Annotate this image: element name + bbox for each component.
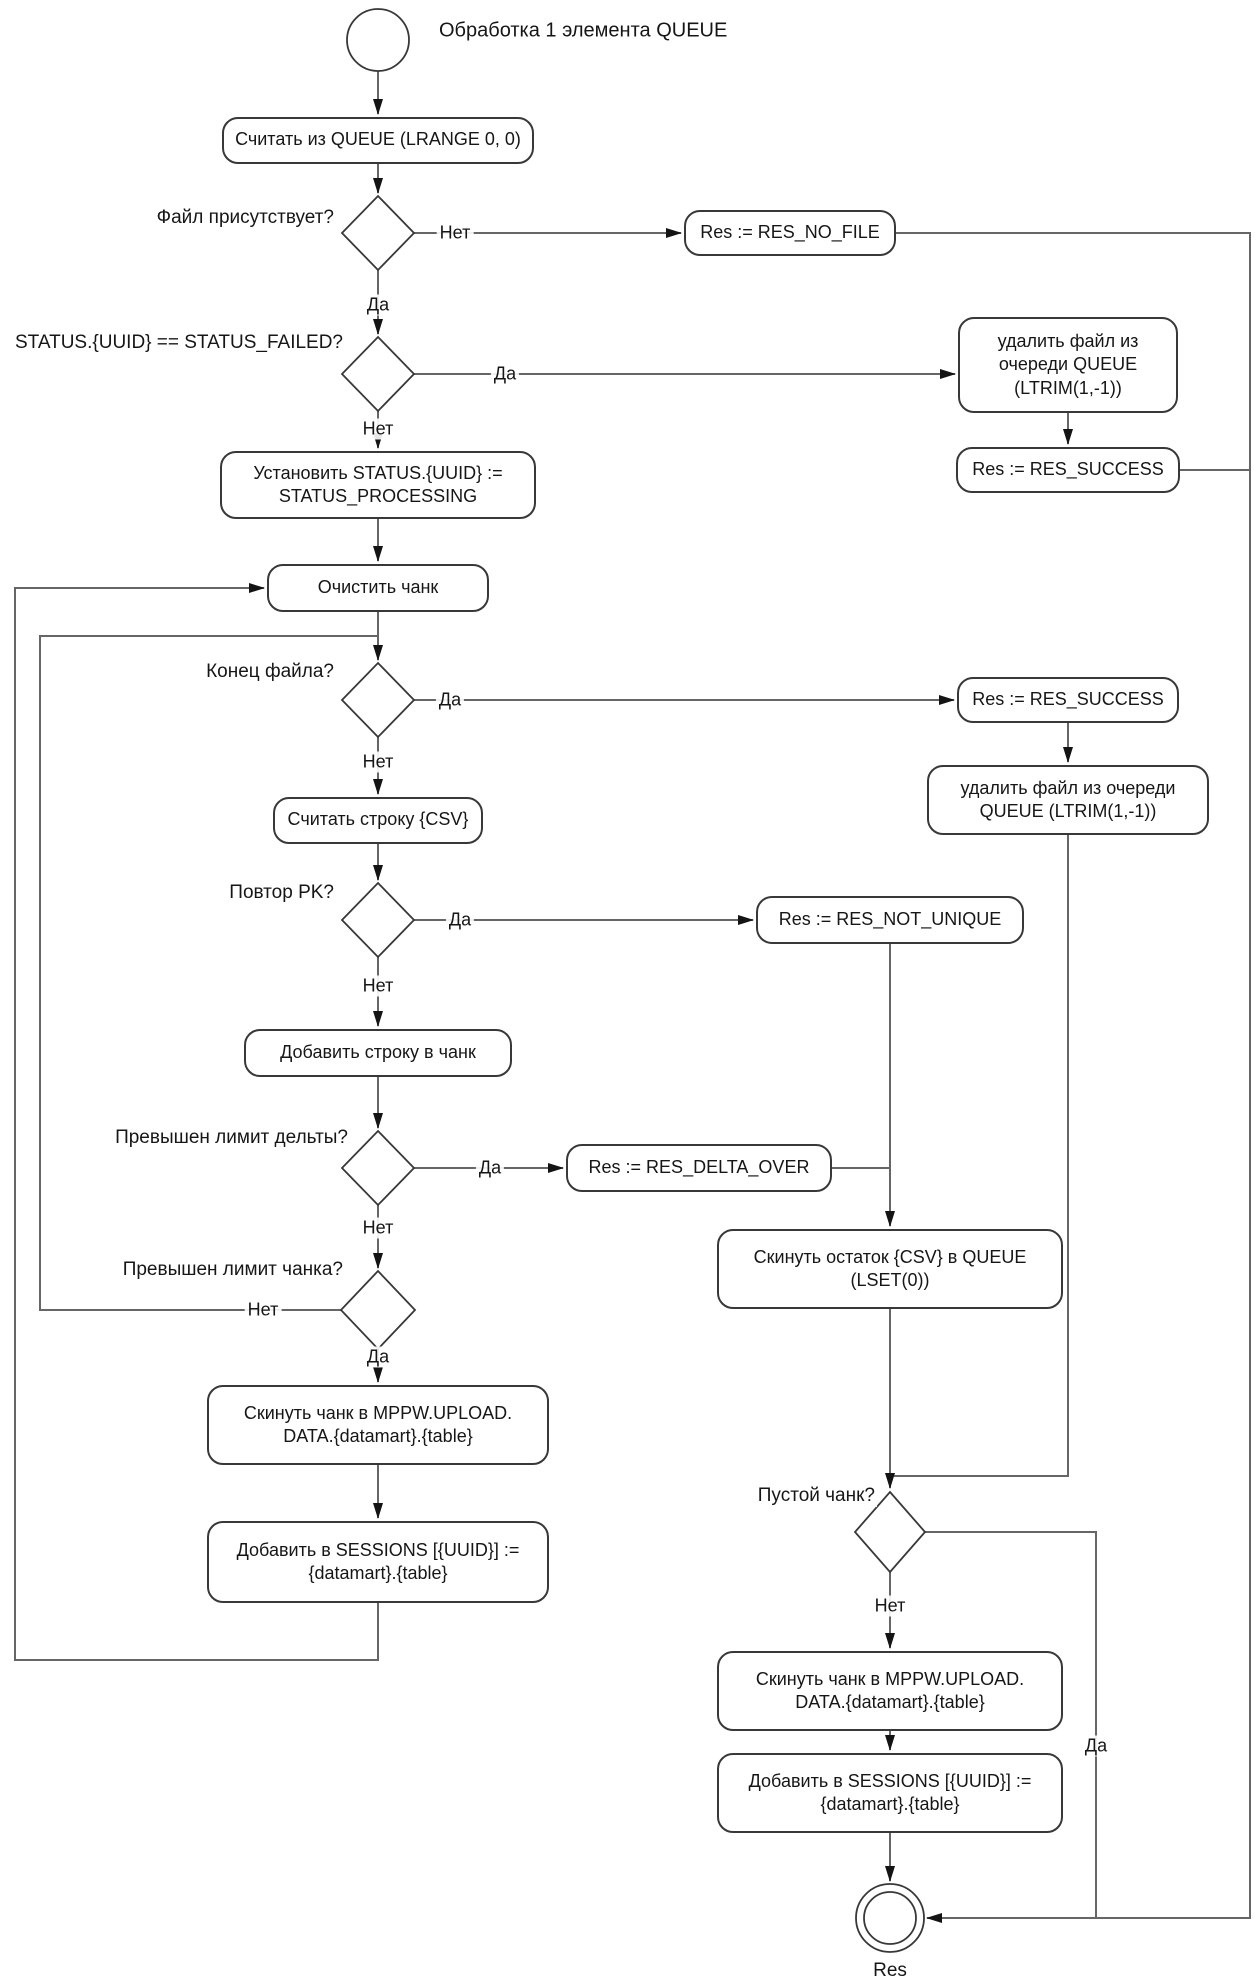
process-read-csv-line-text: Считать строку {CSV}: [287, 809, 469, 830]
decision-pk-repeat: [340, 881, 416, 959]
label-delta-limit: Превышен лимит дельты?: [113, 1127, 350, 1149]
edge-empty-yes-label: Да: [1081, 1735, 1111, 1757]
process-delete-file-queue-1-text: (LTRIM(1,-1)): [1014, 377, 1122, 398]
process-res-delta-over-text: Res := RES_DELTA_OVER: [588, 1157, 810, 1178]
edge-chunklimit-yes-label: Да: [363, 1346, 393, 1368]
process-res-success-2: Res := RES_SUCCESS: [957, 677, 1179, 723]
decision-eof: [340, 661, 416, 739]
decision-delta-limit: [340, 1129, 416, 1207]
decision-file-present: [340, 194, 416, 272]
process-res-not-unique: Res := RES_NOT_UNIQUE: [756, 896, 1024, 944]
process-add-line-chunk: Добавить строку в чанк: [244, 1029, 512, 1077]
edge-empty-no-label: Нет: [871, 1595, 909, 1617]
edge-file-present-yes-label: Да: [363, 294, 393, 316]
label-file-present: Файл присутствует?: [154, 207, 336, 229]
process-flush-chunk-2: Скинуть чанк в MPPW.UPLOAD. DATA.{datamar…: [717, 1651, 1063, 1731]
process-clear-chunk-text: Очистить чанк: [317, 577, 439, 598]
process-flush-rest-queue: Скинуть остаток {CSV} в QUEUE (LSET(0)): [717, 1229, 1063, 1309]
process-flush-chunk-2-text: Скинуть чанк в MPPW.UPLOAD.: [755, 1668, 1025, 1689]
process-set-status-processing: Установить STATUS.{UUID} := STATUS_PROCES…: [220, 451, 536, 519]
edge-delta-yes-label: Да: [475, 1157, 505, 1179]
edge-eof-no-label: Нет: [359, 751, 397, 773]
process-res-success-1-text: Res := RES_SUCCESS: [972, 459, 1164, 480]
process-clear-chunk: Очистить чанк: [267, 564, 489, 612]
process-set-status-processing-text: STATUS_PROCESSING: [278, 486, 478, 506]
process-delete-file-queue-2-text: QUEUE (LTRIM(1,-1)): [979, 801, 1157, 821]
label-eof: Конец файла?: [204, 661, 336, 683]
process-read-queue-text: Считать из QUEUE (LRANGE 0, 0): [235, 129, 521, 150]
process-add-sessions-2-text: {datamart}.{table}: [820, 1794, 960, 1814]
edge-delta-no-label: Нет: [359, 1217, 397, 1239]
process-read-queue: Считать из QUEUE (LRANGE 0, 0): [222, 116, 534, 164]
process-add-sessions-2: Добавить в SESSIONS [{UUID}] := {datamart…: [717, 1753, 1063, 1833]
process-delete-file-queue-1-text: удалить файл из: [997, 331, 1139, 352]
process-flush-chunk-1-text: DATA.{datamart}.{table}: [283, 1426, 473, 1446]
label-empty-chunk: Пустой чанк?: [755, 1485, 877, 1507]
process-delete-file-queue-1-text: очереди QUEUE: [998, 354, 1138, 375]
process-res-no-file-text: Res := RES_NO_FILE: [700, 222, 880, 243]
process-flush-chunk-2-text: DATA.{datamart}.{table}: [795, 1692, 985, 1712]
diagram-title: Обработка 1 элемента QUEUE: [437, 19, 730, 43]
process-set-status-processing-text: Установить STATUS.{UUID} :=: [253, 462, 503, 483]
label-pk-repeat: Повтор PK?: [227, 882, 336, 904]
edge-delete2-join: [890, 835, 1069, 1477]
process-res-success-1: Res := RES_SUCCESS: [956, 447, 1180, 493]
process-res-not-unique-text: Res := RES_NOT_UNIQUE: [778, 909, 1002, 930]
process-flush-rest-queue-text: (LSET(0)): [850, 1270, 930, 1290]
label-res: Res: [871, 1960, 909, 1981]
edge-pk-yes-label: Да: [445, 909, 475, 931]
decision-chunk-limit: [339, 1269, 417, 1351]
edge-file-present-no-label: Нет: [436, 222, 474, 244]
process-flush-chunk-1-text: Скинуть чанк в MPPW.UPLOAD.: [243, 1402, 513, 1423]
process-res-delta-over: Res := RES_DELTA_OVER: [566, 1144, 832, 1192]
process-add-sessions-1: Добавить в SESSIONS [{UUID}] := {datamart…: [207, 1521, 549, 1603]
process-add-sessions-1-text: Добавить в SESSIONS [{UUID}] :=: [236, 1539, 520, 1560]
decision-empty-chunk: [853, 1490, 927, 1574]
process-read-csv-line: Считать строку {CSV}: [273, 796, 483, 844]
process-add-sessions-1-text: {datamart}.{table}: [308, 1563, 448, 1583]
label-status-failed: STATUS.{UUID} == STATUS_FAILED?: [12, 332, 345, 354]
edge-res-no-file-to-end: [896, 232, 1251, 1923]
process-delete-file-queue-2-text: удалить файл из очереди: [960, 777, 1176, 798]
process-add-sessions-2-text: Добавить в SESSIONS [{UUID}] :=: [748, 1770, 1032, 1791]
label-chunk-limit: Превышен лимит чанка?: [120, 1259, 345, 1281]
edge-status-failed-no-label: Нет: [359, 418, 397, 440]
process-res-success-2-text: Res := RES_SUCCESS: [972, 689, 1164, 710]
process-add-line-chunk-text: Добавить строку в чанк: [280, 1042, 476, 1063]
start-node: [346, 8, 410, 72]
process-flush-chunk-1: Скинуть чанк в MPPW.UPLOAD. DATA.{datamar…: [207, 1385, 549, 1465]
edge-empty-yes: [925, 1531, 1097, 1918]
edge-pk-no-label: Нет: [359, 975, 397, 997]
edge-chunklimit-no-loop-label: Нет: [244, 1299, 282, 1321]
decision-status-failed: [340, 335, 416, 413]
edge-status-failed-yes-label: Да: [490, 363, 520, 385]
end-node-inner: [863, 1891, 917, 1945]
edge-sessions1-loop: [14, 583, 379, 1661]
process-flush-rest-queue-text: Скинуть остаток {CSV} в QUEUE: [753, 1246, 1027, 1267]
edge-eof-yes-label: Да: [435, 689, 465, 711]
edge-chunklimit-no-loop: [39, 635, 377, 1311]
process-res-no-file: Res := RES_NO_FILE: [684, 210, 896, 256]
